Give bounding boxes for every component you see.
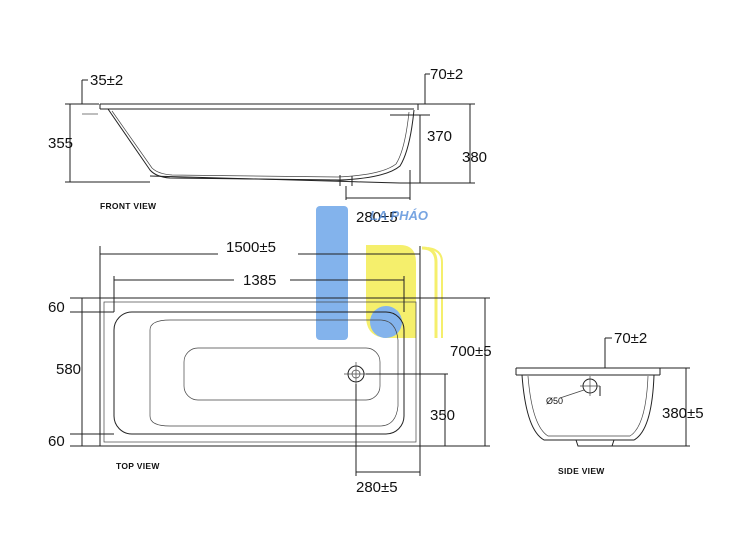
top-drain-x-dim: 280±5 [356,479,398,496]
top-overall-width-dim: 700±5 [450,343,492,360]
front-top-right-dim: 70±2 [430,66,463,83]
side-rim-dim: 70±2 [614,330,647,347]
front-top-left-dim: 35±2 [90,72,123,89]
side-view-caption: SIDE VIEW [558,466,605,476]
top-inner-length-dim: 1385 [243,272,276,289]
side-drain-diameter-dim: Ø50 [546,396,563,406]
logo-blue-bar [316,206,348,340]
front-view: 35±2 70±2 355 370 380 280±5 FRONT VIEW [48,66,487,226]
front-outer-height-dim: 380 [462,149,487,166]
top-drain-y-dim: 350 [430,407,455,424]
top-rim-top-dim: 60 [48,299,65,316]
front-view-caption: FRONT VIEW [100,201,157,211]
front-left-height-dim: 355 [48,135,73,152]
top-view-caption: TOP VIEW [116,461,160,471]
side-height-dim: 380±5 [662,405,704,422]
front-drain-offset-dim: 280±5 [356,209,398,226]
top-inner-width-dim: 580 [56,361,81,378]
watermark-logo: LA PHÁO [316,206,443,340]
watermark-text: LA PHÁO [370,208,428,223]
top-overall-length-dim: 1500±5 [226,239,276,256]
front-inner-height-dim: 370 [427,128,452,145]
top-view: 1500±5 1385 60 580 60 700±5 350 280±5 TO… [48,239,492,496]
side-view: 70±2 Ø50 380±5 SIDE VIEW [515,330,704,476]
logo-blue-circle [370,306,402,338]
top-rim-bottom-dim: 60 [48,433,65,450]
